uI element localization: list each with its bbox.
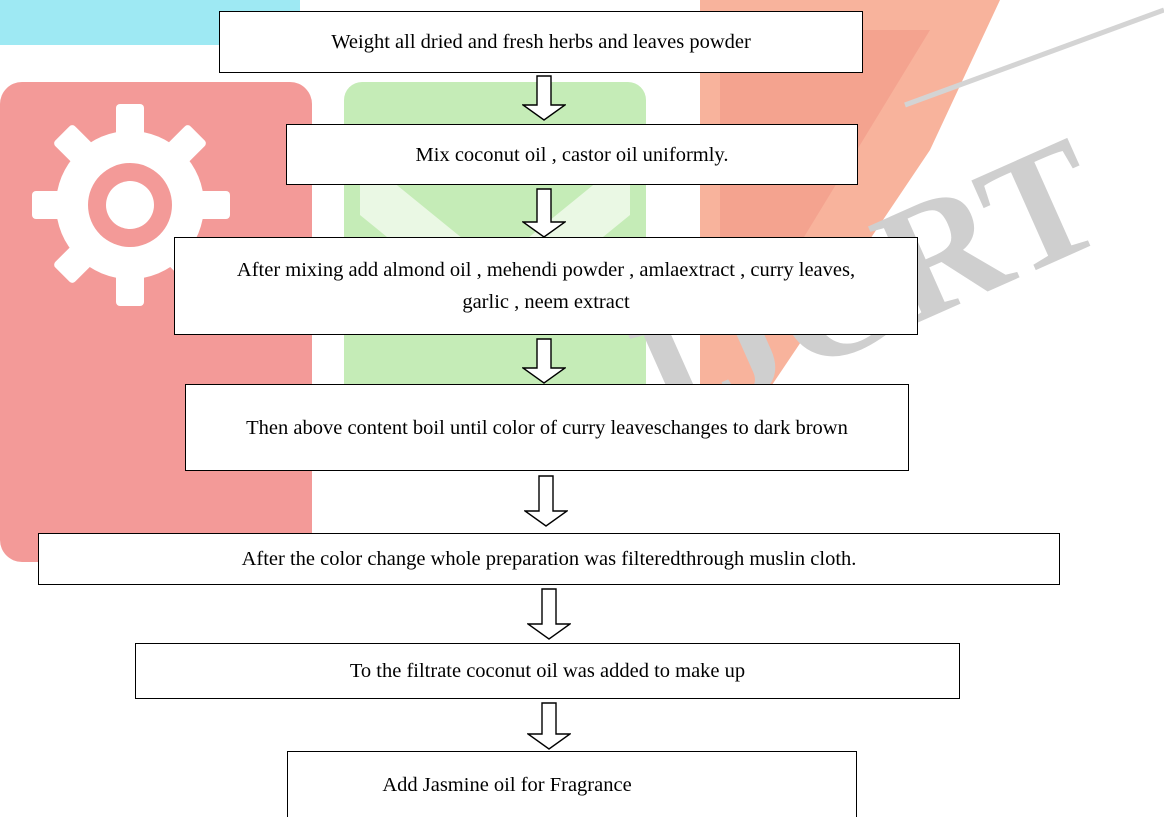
flowchart-step-2: Mix coconut oil , castor oil uniformly. <box>286 124 858 185</box>
step-4-text: Then above content boil until color of c… <box>246 416 848 439</box>
down-arrow-icon <box>524 475 568 527</box>
down-arrow-icon <box>527 702 571 750</box>
step-3-text: After mixing add almond oil , mehendi po… <box>236 259 856 313</box>
down-arrow-icon <box>527 588 571 640</box>
down-arrow-icon <box>522 188 566 238</box>
step-1-text: Weight all dried and fresh herbs and lea… <box>331 31 751 53</box>
down-arrow-icon <box>522 75 566 121</box>
flowchart-step-7: Add Jasmine oil for Fragrance <box>287 751 857 817</box>
flowchart-step-1: Weight all dried and fresh herbs and lea… <box>219 11 863 73</box>
flowchart-step-3: After mixing add almond oil , mehendi po… <box>174 237 918 335</box>
down-arrow-icon <box>522 338 566 384</box>
step-6-text: To the filtrate coconut oil was added to… <box>349 660 746 682</box>
step-2-text: Mix coconut oil , castor oil uniformly. <box>415 143 729 166</box>
step-5-text: After the color change whole preparation… <box>241 548 857 570</box>
flowchart-step-5: After the color change whole preparation… <box>38 533 1060 585</box>
step-7-text: Add Jasmine oil for Fragrance <box>382 773 632 796</box>
flowchart-step-4: Then above content boil until color of c… <box>185 384 909 471</box>
flowchart-step-6: To the filtrate coconut oil was added to… <box>135 643 960 699</box>
watermark-gear-icon <box>32 104 230 306</box>
